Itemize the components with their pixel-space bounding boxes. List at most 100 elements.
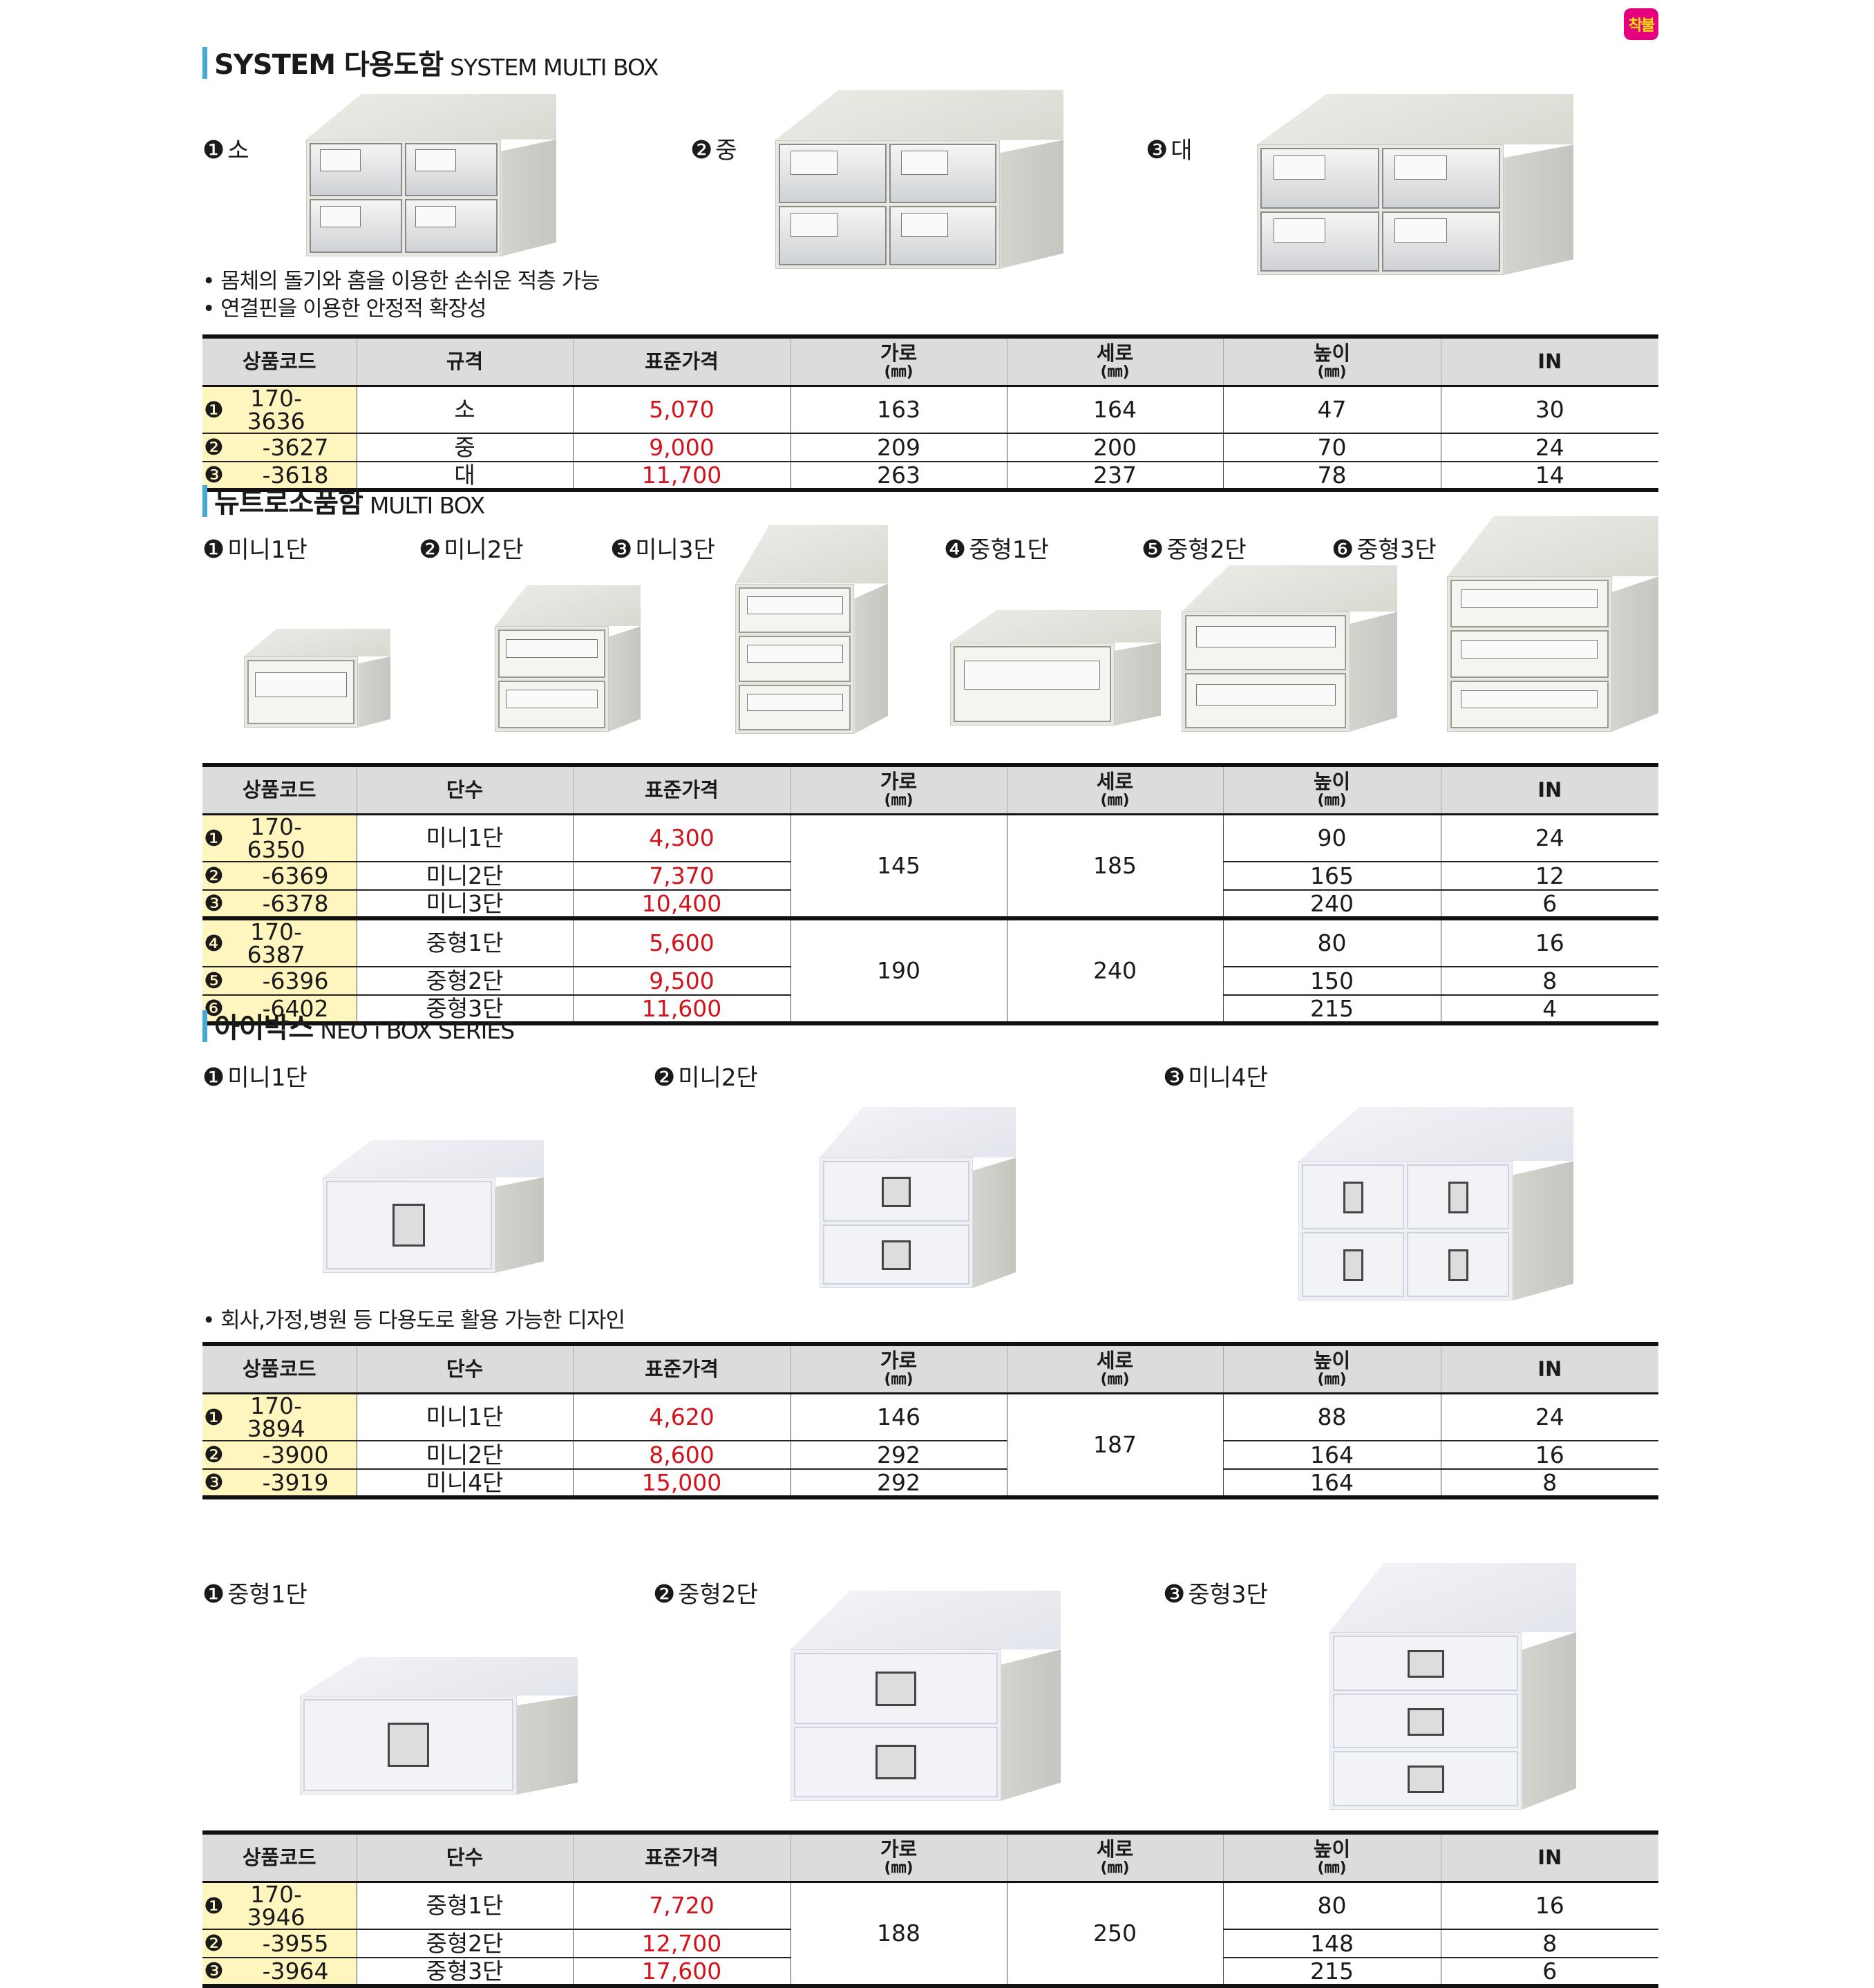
column-header: 단수	[356, 765, 573, 815]
in-cell: 16	[1440, 1440, 1658, 1470]
number-icon: ❻	[1332, 536, 1354, 564]
number-icon: ❷	[204, 434, 224, 460]
product-code-cell: ❺-6396	[202, 966, 357, 996]
column-header: IN	[1440, 1344, 1658, 1394]
spec-cell: 미니2단	[356, 861, 573, 891]
drawer	[823, 1161, 969, 1222]
label: 중형2단	[678, 1581, 758, 1609]
number-icon: ❶	[204, 824, 224, 851]
price-cell: 12,700	[572, 1929, 791, 1958]
drawer	[1260, 148, 1379, 209]
price-cell: 7,720	[572, 1882, 791, 1930]
label: 중형2단	[1166, 536, 1247, 564]
price-cell: 8,600	[572, 1440, 791, 1470]
product-image-ibox-mid3	[1329, 1563, 1576, 1810]
product-code-cell: ❸-3618	[202, 461, 357, 491]
w-cell: 145	[790, 814, 1007, 920]
in-cell: 16	[1440, 918, 1658, 967]
in-cell: 14	[1440, 461, 1658, 491]
label: 소	[227, 137, 249, 164]
section-title-ibox: 아이박스 NEO i BOX SERIES	[202, 1010, 515, 1044]
w-cell: 209	[790, 433, 1007, 462]
drawer	[405, 199, 498, 254]
title-ko: SYSTEM 다용도함	[214, 49, 444, 81]
in-cell: 6	[1440, 889, 1658, 920]
in-cell: 8	[1440, 966, 1658, 996]
title-en: NEO i BOX SERIES	[320, 1017, 515, 1044]
d-cell: 250	[1006, 1882, 1223, 1987]
product-code: 170-3636	[247, 384, 305, 435]
product-image-small	[306, 94, 556, 256]
product-code: -6369	[262, 862, 329, 889]
column-header: 단수	[356, 1833, 573, 1883]
number-icon: ❷	[690, 136, 713, 164]
feature-bullet: • 연결핀을 이용한 안정적 확장성	[202, 296, 486, 321]
header-label: 단수	[446, 1845, 484, 1869]
drawer	[1185, 673, 1347, 728]
title-en: SYSTEM MULTI BOX	[450, 54, 659, 81]
drawer	[1407, 1164, 1510, 1230]
spec-cell: 중	[356, 433, 573, 462]
header-label: 단수	[446, 777, 484, 802]
product-image-mini3	[735, 525, 888, 734]
in-cell: 12	[1440, 861, 1658, 891]
drawer	[739, 684, 851, 730]
number-icon: ❷	[653, 1580, 676, 1609]
header-label: 높이	[1313, 341, 1351, 365]
column-header: 세로(㎜)	[1006, 1833, 1223, 1883]
product-image-ibox-mini1	[323, 1140, 544, 1273]
product-image-large	[1257, 94, 1573, 275]
header-label: IN	[1537, 777, 1562, 802]
product-image-mid2	[1182, 565, 1397, 732]
drawer	[794, 1653, 998, 1724]
column-header: 높이(㎜)	[1222, 765, 1441, 815]
h-cell: 78	[1222, 461, 1441, 491]
drawer	[498, 680, 605, 729]
header-label: 높이	[1313, 769, 1351, 793]
number-icon: ❸	[610, 536, 633, 564]
w-cell: 263	[790, 461, 1007, 491]
d-cell: 237	[1006, 461, 1223, 491]
drawer	[1302, 1232, 1405, 1298]
product-code: 170-6387	[247, 918, 305, 968]
label: 미니4단	[1188, 1064, 1268, 1092]
unit-label: (㎜)	[1317, 1859, 1347, 1877]
header-label: 표준가격	[645, 349, 719, 373]
header-label: 세로	[1096, 769, 1134, 793]
in-cell: 16	[1440, 1882, 1658, 1930]
column-header: 세로(㎜)	[1006, 1344, 1223, 1394]
number-icon: ❶	[202, 1063, 225, 1092]
h-cell: 90	[1222, 814, 1441, 862]
label: 중형3단	[1356, 536, 1437, 564]
product-code-cell: ❸-6378	[202, 889, 357, 920]
unit-label: (㎜)	[1100, 363, 1130, 381]
drawer	[889, 205, 997, 266]
drawer	[1185, 615, 1347, 671]
d-cell: 185	[1006, 814, 1223, 920]
price-cell: 4,300	[572, 814, 791, 862]
unit-label: (㎜)	[884, 1859, 914, 1877]
spec-cell: 미니1단	[356, 1393, 573, 1441]
number-icon: ❷	[204, 1930, 224, 1956]
header-label: 가로	[880, 1837, 918, 1861]
spec-cell: 미니2단	[356, 1440, 573, 1470]
number-icon: ❺	[204, 967, 224, 994]
label: 중형3단	[1188, 1581, 1268, 1609]
product-code-cell: ❷-6369	[202, 861, 357, 891]
price-cell: 11,700	[572, 461, 791, 491]
